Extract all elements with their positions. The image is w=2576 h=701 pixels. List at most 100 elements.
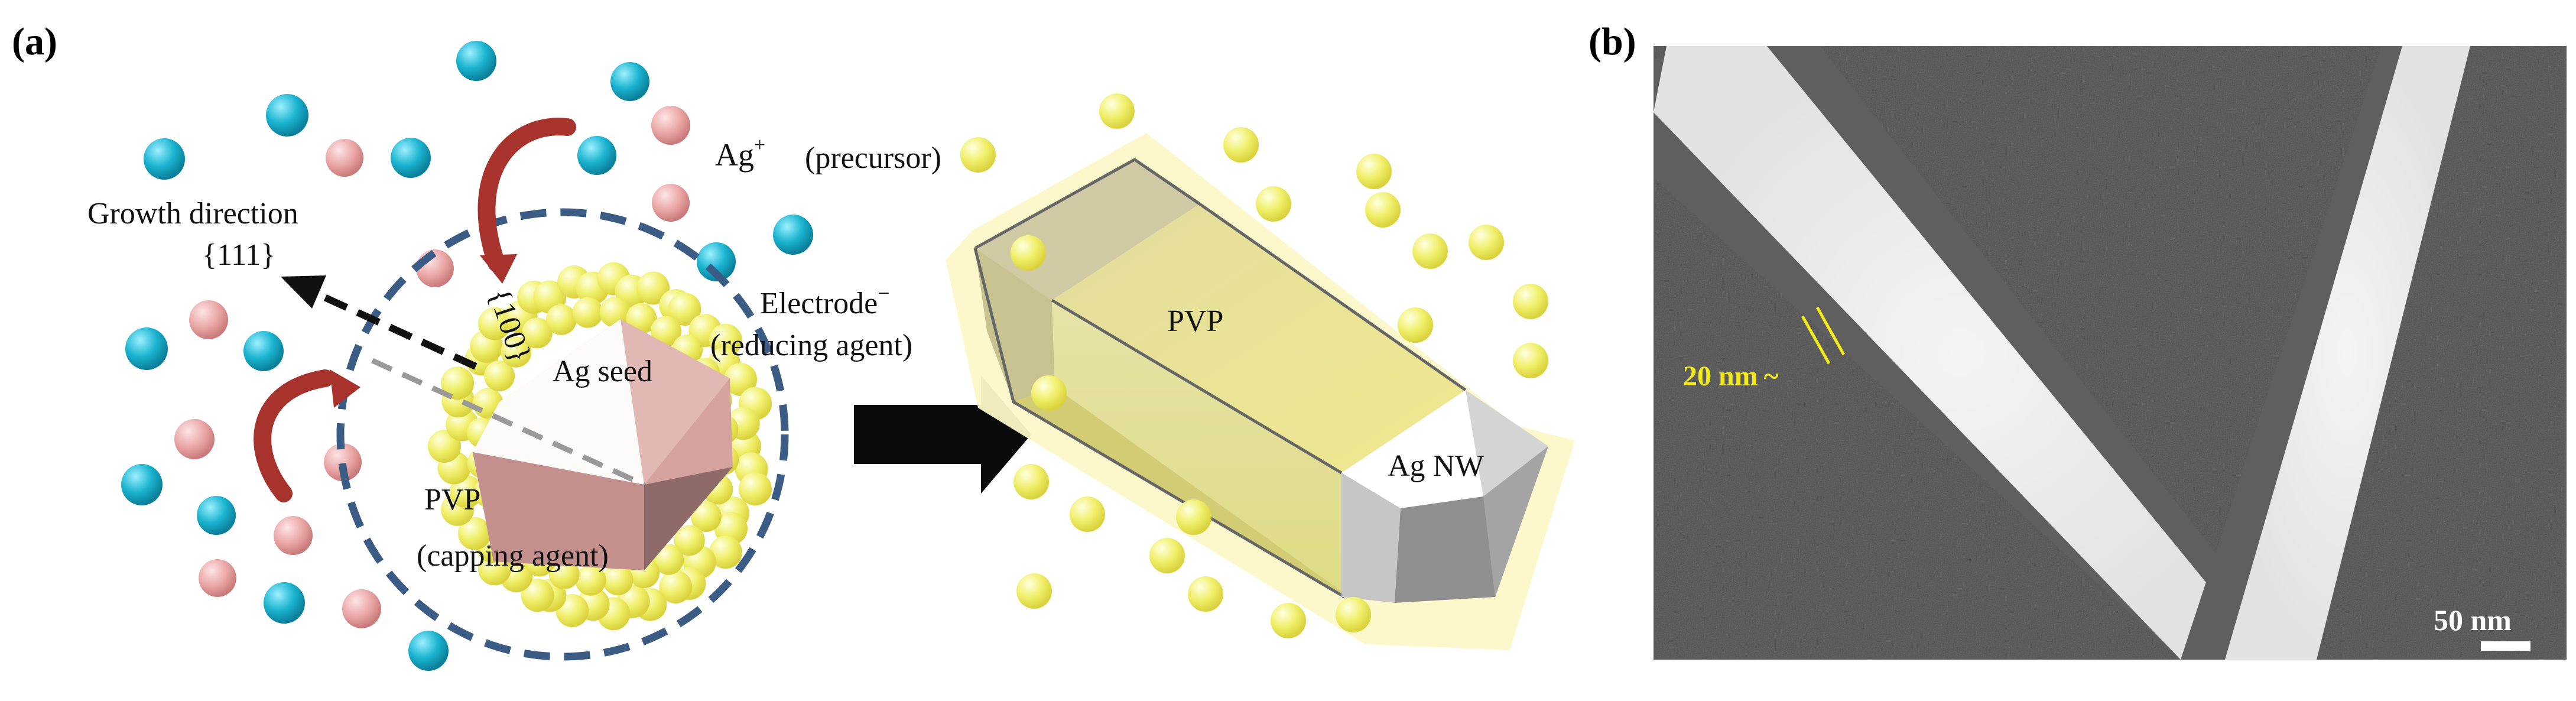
pvp-sphere xyxy=(1398,307,1433,343)
ag-nw-label: Ag NW xyxy=(1388,449,1484,483)
pvp-sphere xyxy=(674,525,705,556)
precursor-ball xyxy=(326,139,363,177)
width-marker-line xyxy=(1801,315,1831,365)
ag-ion xyxy=(773,215,813,255)
ag-tip-facet xyxy=(1466,390,1548,496)
pvp-wire-label: PVP xyxy=(1167,304,1223,338)
ag-ion-group xyxy=(121,41,813,671)
pvp-capping-label: PVP xyxy=(424,483,480,517)
electrode-label: Electrode− xyxy=(760,281,890,320)
wire-end-facet xyxy=(975,248,1055,402)
ag-tip-facet xyxy=(1483,446,1548,597)
curved-arrow-icon xyxy=(477,118,576,284)
panel-b-label: (b) xyxy=(1589,20,1636,63)
panel-a-label: (a) xyxy=(12,20,57,63)
pvp-sphere xyxy=(501,336,532,368)
wire-edge xyxy=(974,158,1467,392)
precursor-ball xyxy=(324,443,362,481)
pvp-sphere xyxy=(521,579,554,612)
ag-tip-facet-white xyxy=(1341,390,1483,508)
sem-image: 20 nm~ 50 nm xyxy=(1654,46,2567,660)
pvp-sphere xyxy=(545,304,577,335)
seed-facet-dark xyxy=(644,467,733,570)
pvp-sphere xyxy=(1356,154,1392,189)
pvp-sphere xyxy=(521,317,553,349)
pvp-sphere xyxy=(960,137,996,173)
wire-top-face xyxy=(1052,204,1466,473)
growth-arrow-head-icon xyxy=(281,275,326,309)
wire-edge xyxy=(973,248,1346,599)
growth-facet-label: {111} xyxy=(202,238,275,272)
seed-facet-white xyxy=(473,319,644,485)
pvp-sphere xyxy=(653,544,684,575)
pvp-sphere xyxy=(709,323,742,357)
width-annotation: 20 nm~ xyxy=(1683,361,1779,392)
curved-arrow-icon xyxy=(254,369,360,502)
pvp-sphere xyxy=(1271,603,1306,638)
growth-axis-line xyxy=(371,358,645,488)
ag-ion xyxy=(577,136,616,175)
pvp-sphere xyxy=(1223,127,1259,163)
ag-ion xyxy=(266,94,308,137)
pvp-sphere xyxy=(636,271,670,305)
reaction-zone-circle xyxy=(336,208,789,661)
sem-wire-right xyxy=(2225,46,2470,660)
seed-facet-front xyxy=(473,452,644,570)
pvp-sphere xyxy=(1176,499,1211,535)
pvp-sphere xyxy=(1469,225,1504,260)
scale-bar-label: 50 nm xyxy=(2434,603,2512,637)
precursor-ball xyxy=(342,589,381,628)
sem-wire-left xyxy=(1654,46,2269,660)
reducing-agent-label: (reducing agent) xyxy=(710,329,912,362)
panel-b: (b) 20 nm~ 50 nm xyxy=(1589,20,2567,660)
ag-ion xyxy=(408,631,449,671)
ag-ion xyxy=(144,138,185,180)
pvp-sphere xyxy=(1513,284,1548,319)
pvp-sphere xyxy=(572,297,603,328)
ag-tip-facet-dark xyxy=(1395,496,1495,603)
seed-facet-top xyxy=(621,319,730,485)
pvp-sphere xyxy=(575,564,606,596)
pvp-sphere xyxy=(1513,343,1548,378)
precursor-ball xyxy=(652,184,690,222)
width-marker-line xyxy=(1815,306,1846,356)
pvp-sphere xyxy=(650,316,681,347)
pvp-sphere xyxy=(548,559,580,590)
free-pvp-group xyxy=(960,93,1548,638)
pvp-sphere xyxy=(484,361,515,392)
growth-direction-label: Growth direction xyxy=(87,197,298,231)
pvp-sphere xyxy=(457,517,491,550)
pvp-sphere xyxy=(668,292,701,326)
wire-edge xyxy=(1051,298,1343,475)
pvp-sphere xyxy=(1365,192,1401,228)
pvp-sphere xyxy=(690,501,722,532)
pvp-sphere xyxy=(478,307,512,340)
pvp-sphere xyxy=(1031,375,1067,411)
capping-agent-label: (capping agent) xyxy=(417,539,609,573)
nanowire: PVP Ag NW xyxy=(946,133,1575,650)
ag-ion-label: Ag+ xyxy=(715,134,765,173)
pvp-sphere xyxy=(599,297,631,328)
pvp-sphere xyxy=(1099,93,1135,129)
ag-ion xyxy=(197,496,236,535)
pvp-sphere xyxy=(441,366,475,400)
precursor-ball xyxy=(274,516,313,555)
pvp-sphere xyxy=(1256,186,1291,222)
pvp-sphere xyxy=(659,570,693,603)
ag-seed xyxy=(371,319,733,570)
precursor-ball xyxy=(189,300,228,339)
pvp-sphere xyxy=(1070,496,1105,532)
ag-ion xyxy=(264,582,305,624)
pvp-sphere xyxy=(1412,233,1448,269)
ag-ion xyxy=(121,464,163,505)
wire-side-face xyxy=(1052,300,1341,591)
pvp-sphere xyxy=(1011,235,1046,271)
ag-ion xyxy=(697,242,736,281)
ag-seed-label: Ag seed xyxy=(553,355,652,388)
precursor-ball xyxy=(174,419,215,459)
growth-arrow-shaft xyxy=(308,287,477,370)
ag-ion xyxy=(610,62,649,101)
ag-ion xyxy=(125,327,168,370)
pvp-sphere xyxy=(1016,573,1052,609)
